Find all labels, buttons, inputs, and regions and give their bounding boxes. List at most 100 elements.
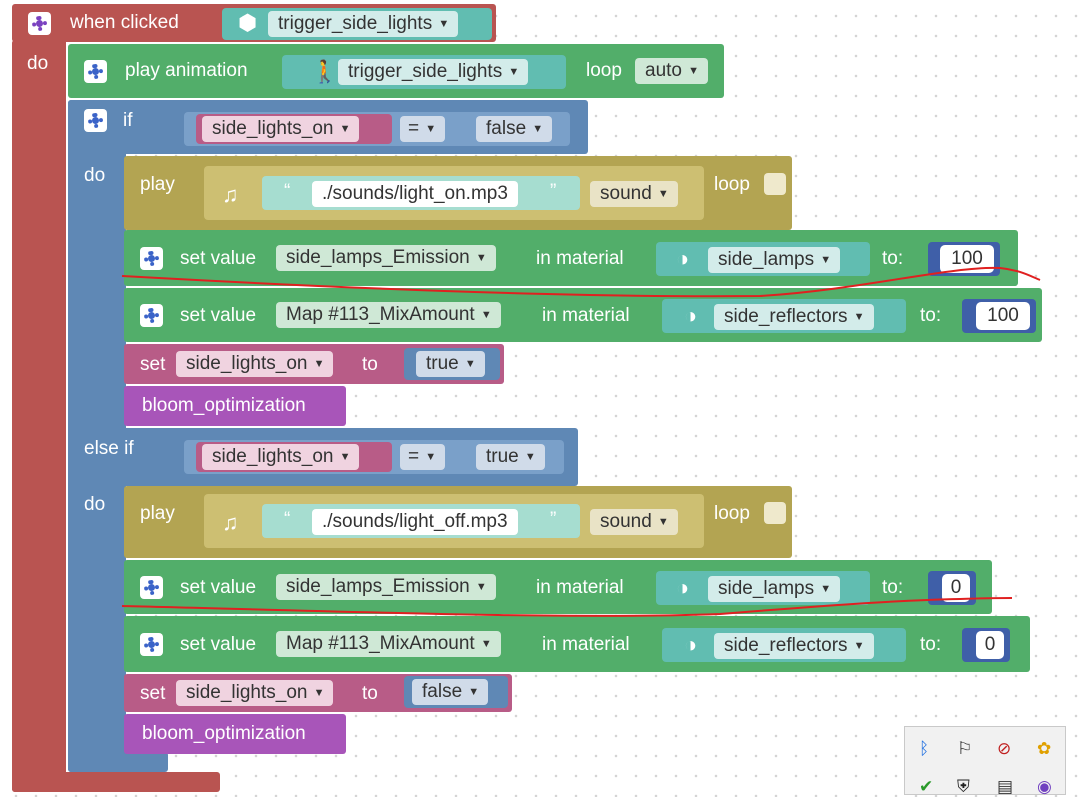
chevron-down-icon: ▼	[339, 123, 351, 135]
network-icon[interactable]: ⚐	[957, 739, 973, 758]
bluetooth-icon[interactable]: ᛒ	[919, 739, 930, 758]
boolean-dropdown[interactable]: true▼	[416, 351, 485, 377]
if-label: if	[123, 110, 133, 131]
param-dropdown[interactable]: Map #113_MixAmount▼	[276, 302, 501, 328]
variable-dropdown[interactable]: side_lights_on▼	[202, 444, 360, 470]
chevron-down-icon: ▼	[438, 18, 450, 30]
event-block-bottom[interactable]	[12, 772, 220, 792]
do-label: do	[84, 165, 106, 186]
else-if-label: else if	[84, 438, 134, 459]
chevron-down-icon: ▼	[853, 640, 865, 652]
loop-label: loop	[714, 503, 750, 524]
gear-icon[interactable]	[140, 247, 163, 270]
number-field[interactable]: 0	[942, 574, 970, 602]
variable-dropdown[interactable]: side_lights_on▼	[202, 116, 360, 142]
sound-type-dropdown[interactable]: sound▼	[590, 181, 678, 207]
app-flower-icon[interactable]: ✿	[1037, 739, 1052, 758]
in-material-label: in material	[536, 577, 624, 598]
material-dropdown[interactable]: side_lamps▼	[708, 247, 841, 273]
operator-dropdown[interactable]: =▼	[400, 116, 446, 142]
play-label: play	[140, 503, 175, 524]
open-quote-icon: “	[284, 181, 291, 202]
boolean-dropdown[interactable]: false▼	[412, 679, 489, 705]
param-dropdown[interactable]: side_lamps_Emission▼	[276, 574, 496, 600]
chevron-down-icon: ▼	[425, 451, 437, 463]
chevron-down-icon: ▼	[425, 123, 437, 135]
boolean-dropdown[interactable]: false▼	[476, 116, 553, 142]
operator-dropdown[interactable]: =▼	[400, 444, 446, 470]
chevron-down-icon: ▼	[464, 358, 476, 370]
if-block-bottom[interactable]	[68, 752, 168, 772]
device-icon[interactable]: ▤	[997, 777, 1014, 796]
sound-type-dropdown[interactable]: sound▼	[590, 509, 678, 535]
param-dropdown[interactable]: Map #113_MixAmount▼	[276, 631, 501, 657]
material-dropdown[interactable]: side_reflectors▼	[714, 304, 874, 330]
system-tray-overflow: ᛒ ⚐ ⊘ ✿ ✔ ⛨ ▤ ◉	[904, 726, 1066, 796]
param-dropdown[interactable]: side_lamps_Emission▼	[276, 245, 496, 271]
material-sphere-icon: ◑	[684, 303, 698, 328]
close-quote-icon: ”	[550, 509, 557, 530]
to-label: to:	[920, 634, 942, 655]
in-material-label: in material	[536, 248, 624, 269]
close-quote-icon: ”	[550, 181, 557, 202]
chevron-down-icon: ▼	[475, 581, 487, 593]
gear-icon[interactable]	[140, 304, 163, 327]
do-label: do	[84, 494, 106, 515]
check-icon[interactable]: ✔	[919, 777, 934, 796]
variable-dropdown[interactable]: side_lights_on▼	[176, 351, 334, 377]
gear-icon[interactable]	[140, 633, 163, 656]
chevron-down-icon: ▼	[313, 687, 325, 699]
material-dropdown[interactable]: side_lamps▼	[708, 576, 841, 602]
chevron-down-icon: ▼	[820, 254, 832, 266]
number-field[interactable]: 100	[976, 302, 1030, 330]
app-notification-icon[interactable]: ◉	[1037, 777, 1052, 796]
play-animation-label: play animation	[125, 60, 248, 81]
gear-icon[interactable]	[28, 12, 51, 35]
do-label: do	[27, 53, 49, 74]
chevron-down-icon: ▼	[657, 516, 669, 528]
loop-label: loop	[714, 174, 750, 195]
walking-person-icon: 🚶	[311, 59, 339, 84]
material-sphere-icon: ◑	[676, 575, 690, 600]
set-value-label: set value	[180, 577, 257, 598]
loop-mode-dropdown[interactable]: auto▼	[635, 58, 708, 84]
chevron-down-icon: ▼	[480, 638, 492, 650]
antivirus-icon[interactable]: ⊘	[997, 739, 1012, 758]
boolean-dropdown[interactable]: true▼	[476, 444, 545, 470]
animation-dropdown[interactable]: trigger_side_lights▼	[338, 59, 529, 85]
to-label: to:	[882, 248, 904, 269]
set-value-label: set value	[180, 634, 257, 655]
loop-checkbox[interactable]	[764, 502, 786, 524]
number-field[interactable]: 100	[940, 245, 994, 273]
variable-dropdown[interactable]: side_lights_on▼	[176, 680, 334, 706]
procedure-call-block[interactable]	[124, 386, 346, 426]
gear-icon[interactable]	[84, 60, 107, 83]
chevron-down-icon: ▼	[688, 65, 699, 77]
material-sphere-icon: ◑	[676, 246, 690, 271]
set-label: set	[140, 683, 166, 704]
chevron-down-icon: ▼	[313, 358, 325, 370]
chevron-down-icon: ▼	[524, 451, 536, 463]
material-sphere-icon: ◑	[684, 632, 698, 657]
number-field[interactable]: 0	[976, 631, 1004, 659]
set-value-label: set value	[180, 305, 257, 326]
procedure-label: bloom_optimization	[142, 723, 306, 744]
gear-icon[interactable]	[84, 109, 107, 132]
object-dropdown[interactable]: trigger_side_lights▼	[268, 11, 459, 37]
sound-file-field[interactable]: ./sounds/light_off.mp3	[312, 509, 518, 535]
chevron-down-icon: ▼	[475, 252, 487, 264]
chevron-down-icon: ▼	[468, 686, 480, 698]
procedure-call-block[interactable]	[124, 714, 346, 754]
event-block-left-arm[interactable]	[12, 40, 66, 792]
shield-icon[interactable]: ⛨	[957, 777, 970, 796]
sound-file-field[interactable]: ./sounds/light_on.mp3	[312, 181, 518, 207]
music-note-icon: ♫	[222, 510, 239, 535]
chevron-down-icon: ▼	[339, 451, 351, 463]
chevron-down-icon: ▼	[532, 123, 544, 135]
set-label: set	[140, 354, 166, 375]
loop-checkbox[interactable]	[764, 173, 786, 195]
procedure-label: bloom_optimization	[142, 395, 306, 416]
gear-icon[interactable]	[140, 576, 163, 599]
material-dropdown[interactable]: side_reflectors▼	[714, 633, 874, 659]
in-material-label: in material	[542, 634, 630, 655]
